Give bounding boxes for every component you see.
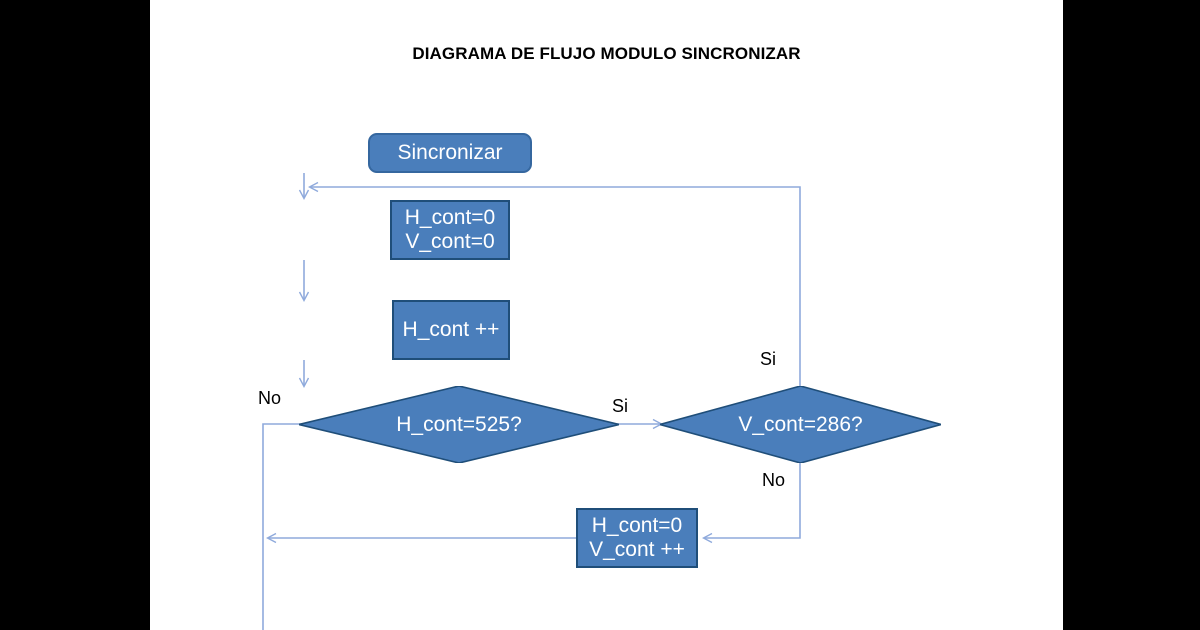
node-start-sincronizar[interactable]: Sincronizar: [368, 133, 532, 173]
node-decision-h-cont[interactable]: H_cont=525?: [299, 386, 619, 463]
diagram-page: DIAGRAMA DE FLUJO MODULO SINCRONIZAR: [150, 0, 1063, 630]
node-reset-line2: V_cont ++: [589, 538, 685, 561]
edge-label-decision-v-si: Si: [760, 349, 777, 369]
node-init-line1: H_cont=0: [404, 206, 496, 230]
node-increment-h[interactable]: H_cont ++: [392, 300, 510, 360]
node-reset-h-increment-v[interactable]: H_cont=0 V_cont ++: [576, 508, 698, 568]
connector-layer: [262, 173, 801, 630]
decision-h-diamond-shape: [299, 386, 619, 463]
edge-label-decision-v-no: No: [762, 470, 786, 490]
node-decision-v-cont[interactable]: V_cont=286?: [660, 386, 941, 463]
node-init-line2: V_cont=0: [405, 230, 495, 253]
node-start-label: Sincronizar: [397, 141, 503, 165]
node-init-counters[interactable]: H_cont=0 V_cont=0: [390, 200, 510, 260]
page-title: DIAGRAMA DE FLUJO MODULO SINCRONIZAR: [412, 44, 801, 63]
edge-label-decision-h-no: No: [258, 388, 282, 408]
decision-v-diamond-shape: [660, 386, 941, 463]
node-increment-h-label: H_cont ++: [402, 318, 500, 342]
node-reset-line1: H_cont=0: [591, 514, 683, 538]
edge-label-decision-h-si: Si: [612, 396, 629, 416]
